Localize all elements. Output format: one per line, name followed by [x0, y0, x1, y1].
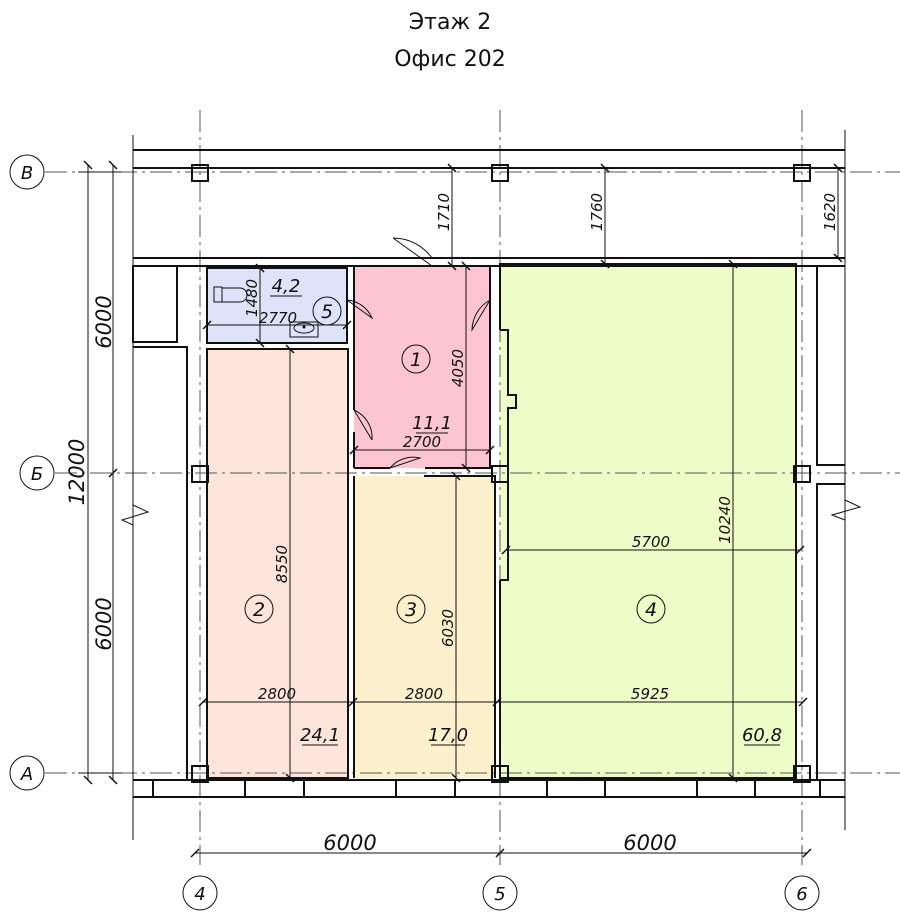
room-1-width: 2700: [403, 433, 441, 451]
partitions: [206, 237, 797, 779]
axis-label-a: А: [20, 764, 33, 785]
room-2-number: 2: [253, 599, 265, 621]
room-3-width: 2800: [405, 685, 443, 703]
dim-left-upper: 6000: [92, 295, 116, 348]
room-5-length: 1480: [243, 279, 261, 317]
columns: [191, 164, 811, 783]
room-2-length: 8550: [273, 545, 291, 583]
room-3-area: 17,0: [428, 725, 468, 746]
axis-label-4: 4: [194, 884, 205, 905]
office-title: Офис 202: [394, 47, 506, 72]
room-1-length: 4050: [449, 349, 467, 387]
room-5-width: 2770: [259, 309, 297, 327]
room-4-length: 10240: [716, 496, 734, 544]
axis-label-5: 5: [494, 884, 505, 905]
room-3-fill[interactable]: [354, 476, 495, 778]
room-3-number: 3: [405, 599, 417, 621]
room-4-width: 5925: [631, 685, 669, 703]
room-5-number: 5: [321, 301, 333, 323]
toilet-icon: [213, 286, 248, 303]
dim-bottom-right: 6000: [623, 831, 676, 855]
room-4-number: 4: [645, 599, 657, 621]
dim-left-lower: 6000: [92, 597, 116, 650]
room-1-area: 11,1: [412, 413, 452, 434]
axis-label-v: В: [21, 163, 33, 184]
dim-corridor-1: 1710: [435, 193, 453, 231]
axis-markers: [9, 154, 820, 911]
dim-left-total: 12000: [65, 439, 89, 506]
room-1-number: 1: [410, 349, 422, 371]
dim-bottom-left: 6000: [323, 831, 376, 855]
room-4-inner-width: 5700: [632, 533, 670, 551]
room-3-length: 6030: [439, 609, 457, 647]
dimension-lines: [78, 160, 843, 853]
dim-corridor-2: 1760: [588, 193, 606, 231]
room-5-area: 4,2: [272, 276, 301, 297]
floor-title: Этаж 2: [408, 10, 492, 35]
room-4-fill[interactable]: [500, 264, 796, 778]
axis-label-b: Б: [31, 464, 43, 485]
building-walls: [120, 130, 862, 840]
room-5-fill[interactable]: [207, 268, 347, 343]
room-2-area: 24,1: [300, 725, 340, 746]
room-2-width: 2800: [258, 685, 296, 703]
dim-corridor-3: 1620: [821, 193, 839, 231]
room-4-area: 60,8: [742, 725, 782, 746]
axis-label-6: 6: [796, 884, 807, 905]
